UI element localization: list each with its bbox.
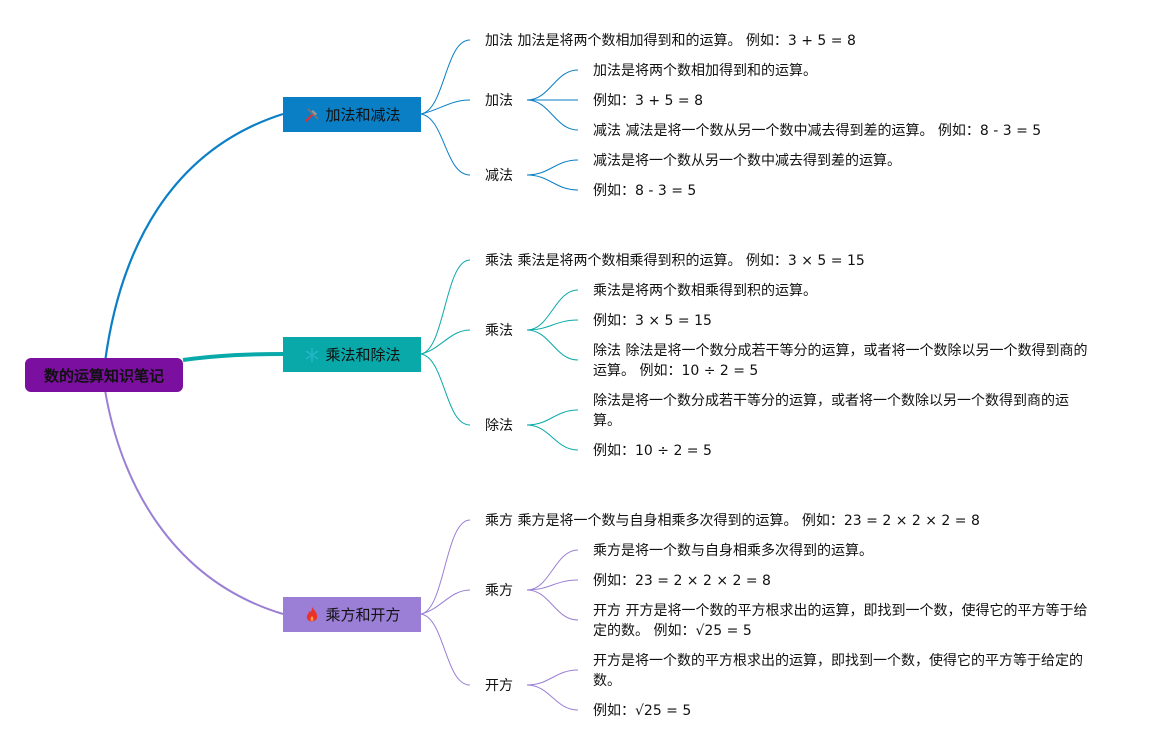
topic-item: 开方 开方是将一个数的平方根求出的运算，即找到一个数，使得它的平方等于给定的数。… <box>593 603 1088 639</box>
branch-label: 加法和减法 <box>325 106 401 124</box>
fire-icon <box>303 606 321 624</box>
branch-node-power-root[interactable]: 乘方和开方 <box>283 597 421 632</box>
topic-item: 乘法是将两个数相乘得到积的运算。 <box>593 283 817 299</box>
branch-summary: 加法 加法是将两个数相加得到和的运算。 例如：3 + 5 = 8 <box>485 33 856 49</box>
branch-summary: 乘方 乘方是将一个数与自身相乘多次得到的运算。 例如：23 = 2 × 2 × … <box>485 513 980 529</box>
topic-item: 开方是将一个数的平方根求出的运算，即找到一个数，使得它的平方等于给定的数。 <box>593 653 1083 689</box>
topic-label[interactable]: 开方 <box>485 678 513 694</box>
snowflake-icon <box>303 346 321 364</box>
topic-label[interactable]: 减法 <box>485 168 513 184</box>
connector-root-b3 <box>104 389 284 615</box>
connector-root-b2 <box>182 352 284 362</box>
topic-item: 例如：23 = 2 × 2 × 2 = 8 <box>593 573 771 589</box>
topic-item: 减法是将一个数从另一个数中减去得到差的运算。 <box>593 153 901 169</box>
branch-node-multiply-divide[interactable]: 乘法和除法 <box>283 337 421 372</box>
branch-node-add-subtract[interactable]: 加法和减法 <box>283 97 421 132</box>
branch-summary: 乘法 乘法是将两个数相乘得到积的运算。 例如：3 × 5 = 15 <box>485 253 865 269</box>
topic-item: 除法 除法是将一个数分成若干等分的运算，或者将一个数除以另一个数得到商的运算。 … <box>593 343 1088 379</box>
topic-item: 例如：√25 = 5 <box>593 703 692 719</box>
topic-item: 乘方是将一个数与自身相乘多次得到的运算。 <box>593 543 873 559</box>
topic-label[interactable]: 乘方 <box>485 583 513 599</box>
topic-label[interactable]: 除法 <box>485 418 513 434</box>
topic-item: 例如：10 ÷ 2 = 5 <box>593 443 712 459</box>
connector-root-b1 <box>103 112 284 363</box>
topic-item: 例如：3 + 5 = 8 <box>593 93 703 109</box>
tools-icon <box>303 106 321 124</box>
topic-item: 例如：3 × 5 = 15 <box>593 313 712 329</box>
root-node[interactable]: 数的运算知识笔记 <box>25 358 183 392</box>
topic-label[interactable]: 加法 <box>485 93 513 109</box>
topic-item: 例如：8 - 3 = 5 <box>593 183 697 199</box>
branch-label: 乘法和除法 <box>325 346 401 364</box>
topic-item: 减法 减法是将一个数从另一个数中减去得到差的运算。 例如：8 - 3 = 5 <box>593 123 1042 139</box>
topic-label[interactable]: 乘法 <box>485 323 513 339</box>
topic-item: 加法是将两个数相加得到和的运算。 <box>593 63 817 79</box>
root-label: 数的运算知识笔记 <box>43 366 164 385</box>
branch-label: 乘方和开方 <box>325 606 401 624</box>
topic-item: 除法是将一个数分成若干等分的运算，或者将一个数除以另一个数得到商的运算。 <box>593 393 1069 429</box>
